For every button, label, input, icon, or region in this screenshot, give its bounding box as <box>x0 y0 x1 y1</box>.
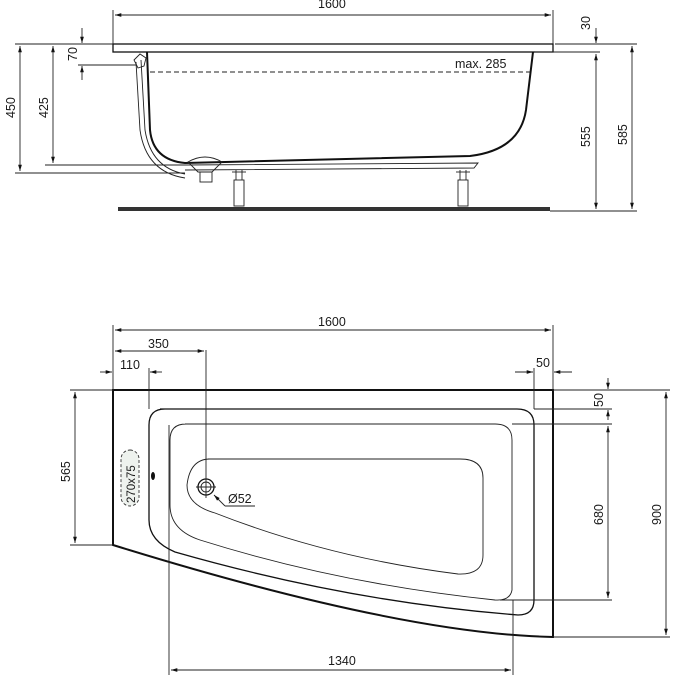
dim-rim-30: 30 <box>579 16 593 30</box>
drain-diameter-label: Ø52 <box>228 492 252 506</box>
dim-width-900: 900 <box>650 504 664 525</box>
dim-rim-110: 110 <box>120 358 140 372</box>
side-view: 1600 450 425 70 max. 285 30 555 585 <box>4 0 637 212</box>
overflow-fitting <box>133 53 147 69</box>
dim-height-555: 555 <box>579 126 593 147</box>
dim-height-585: 585 <box>616 124 630 145</box>
trap-body <box>199 171 213 183</box>
overflow-size-label: 270x75 <box>126 465 138 503</box>
waste-pipe-inner <box>140 59 186 175</box>
dim-width-680: 680 <box>592 504 606 525</box>
dim-height-425: 425 <box>37 97 51 118</box>
dim-rim-50-horizontal: 50 <box>536 356 550 370</box>
leg-left <box>232 170 246 207</box>
overflow-cutout <box>120 449 140 507</box>
tub-inner-rim <box>148 408 535 616</box>
dim-length-1340: 1340 <box>328 654 356 668</box>
drain-fitting <box>187 156 223 173</box>
tub-body-profile <box>146 51 534 165</box>
plan-view: 270x75 Ø52 1600 350 110 50 565 <box>59 315 670 675</box>
dim-length-plan: 1600 <box>318 315 346 329</box>
dim-drain-350: 350 <box>148 337 169 351</box>
dim-height-450: 450 <box>4 97 18 118</box>
max-water-label: max. 285 <box>455 57 506 71</box>
dim-overflow-70: 70 <box>66 47 80 61</box>
leg-right <box>456 170 470 207</box>
dim-length-side: 1600 <box>318 0 346 11</box>
tub-rim <box>112 43 554 53</box>
dim-width-565: 565 <box>59 461 73 482</box>
floor-line <box>118 207 550 211</box>
tub-base-plate <box>184 162 479 171</box>
tub-outer-outline <box>112 389 554 639</box>
tub-basin-floor <box>186 458 484 575</box>
waste-pipe-outer <box>135 61 186 179</box>
overflow-hole <box>151 472 155 480</box>
dim-rim-50-vertical: 50 <box>592 393 606 407</box>
tub-basin <box>169 423 513 601</box>
